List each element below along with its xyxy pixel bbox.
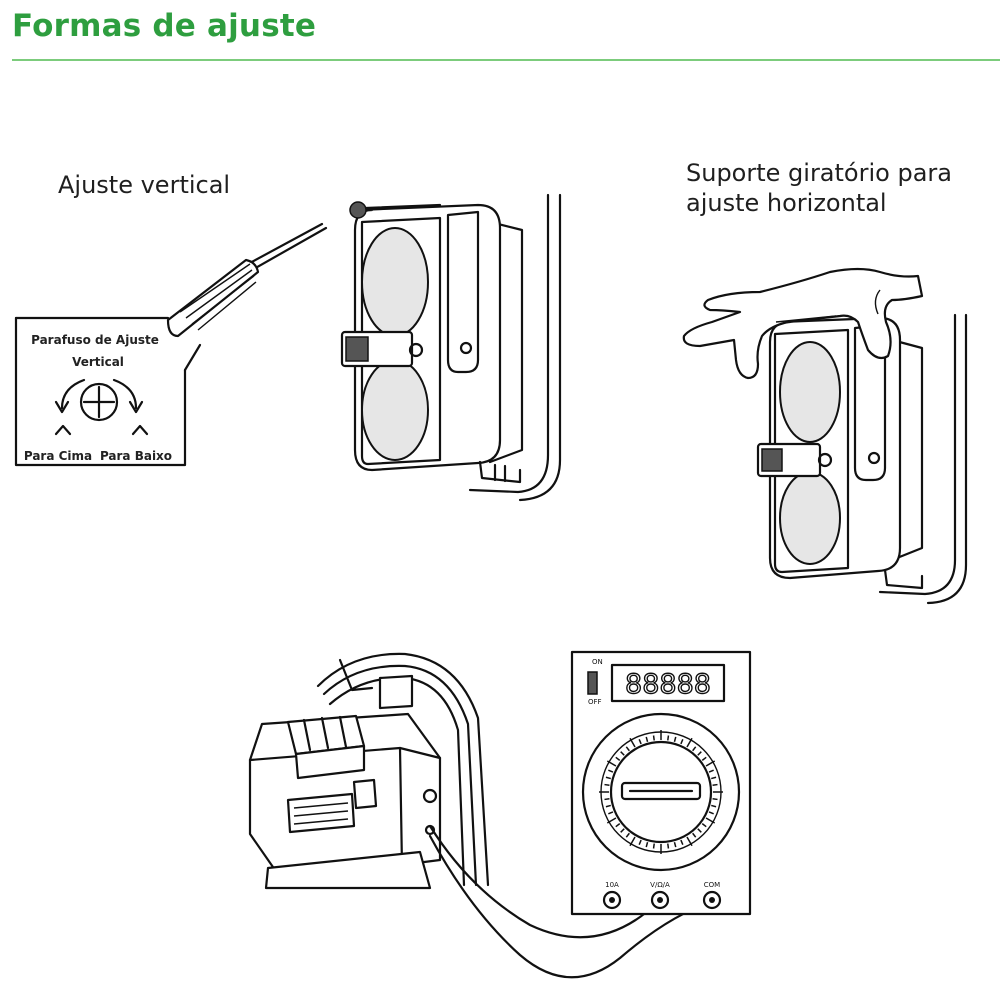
dial-tick (705, 817, 716, 824)
dial-tick (697, 751, 702, 756)
dial-tick (620, 751, 625, 756)
dial-tick (708, 811, 714, 815)
dial-tick (606, 817, 617, 824)
hand-icon (682, 267, 924, 380)
horizontal-adjust-line1: Suporte giratório para (686, 159, 952, 187)
svg-text:V/Ω/A: V/Ω/A (650, 881, 670, 889)
dial-tick (686, 737, 693, 748)
dial-tick (638, 739, 642, 745)
dial-tick (686, 836, 693, 847)
svg-text:COM: COM (704, 881, 720, 889)
dial-tick (629, 737, 636, 748)
dial-tick (615, 823, 621, 828)
dial-tick (701, 756, 707, 761)
detail-caption-up: Para Cima (24, 449, 92, 463)
dial-tick (606, 760, 617, 767)
dial-tick (711, 804, 717, 808)
dial-tick (625, 746, 630, 752)
dial-tick (701, 823, 707, 828)
dial-tick (652, 843, 655, 849)
detail-caption-down: Para Baixo (100, 449, 172, 463)
screw-head-icon (79, 382, 119, 422)
dial-tick (712, 783, 718, 786)
page-title: Formas de ajuste (12, 8, 317, 44)
dial-tick (604, 798, 610, 801)
sensor-rear-view (248, 652, 490, 890)
dial-tick (638, 839, 642, 845)
dial-tick (692, 746, 697, 752)
detail-label-line1: Parafuso de Ajuste (31, 333, 159, 347)
multimeter-icon: 88888 ON OFF 10A V/Ω/A COM (570, 650, 752, 916)
svg-text:10A: 10A (605, 881, 619, 889)
dial-tick (712, 798, 718, 801)
dial-tick (605, 804, 611, 808)
jack-volt-ohm-amp: V/Ω/A (650, 881, 670, 910)
sensor-horizontal-adjust (756, 313, 968, 605)
detail-label-line2: Vertical (72, 355, 124, 369)
jack-10a: 10A (602, 881, 622, 910)
dial-tick (680, 739, 684, 745)
dial-tick (667, 735, 670, 741)
dial-tick (697, 828, 702, 833)
sensor-vertical-adjust (340, 193, 562, 502)
switch-off-label: OFF (588, 698, 602, 706)
dial-tick (673, 736, 677, 742)
dial-tick (645, 842, 649, 848)
dial-tick (629, 836, 636, 847)
dial-tick (605, 776, 611, 780)
dial-tick (667, 843, 670, 849)
dial-tick (708, 769, 714, 773)
horizontal-adjust-line2: ajuste horizontal (686, 189, 887, 217)
selector-dial (581, 712, 741, 872)
horizontal-adjust-label: Suporte giratório para ajuste horizontal (686, 158, 1000, 218)
dial-tick (711, 776, 717, 780)
dial-tick (608, 769, 614, 773)
vertical-screw-detail-box: Parafuso de Ajuste Vertical Para Cima Pa… (14, 316, 202, 467)
rotate-right-arrow-icon (112, 378, 138, 410)
title-divider (12, 59, 1000, 61)
dial-tick (692, 832, 697, 838)
probe-wires (428, 824, 714, 979)
vertical-adjust-label: Ajuste vertical (58, 171, 231, 199)
dial-tick (620, 828, 625, 833)
dial-tick (615, 756, 621, 761)
power-switch (587, 671, 598, 695)
dial-tick (604, 783, 610, 786)
dial-tick (625, 832, 630, 838)
dial-tick (705, 760, 716, 767)
dial-tick (680, 839, 684, 845)
dial-tick (673, 842, 677, 848)
rotate-left-arrow-icon (60, 378, 86, 410)
screwdriver-icon (166, 222, 328, 338)
dial-tick (608, 811, 614, 815)
multimeter-display: 88888 (625, 669, 711, 700)
dial-tick (645, 736, 649, 742)
switch-on-label: ON (592, 658, 603, 666)
dial-tick (652, 735, 655, 741)
jack-com: COM (702, 881, 722, 910)
